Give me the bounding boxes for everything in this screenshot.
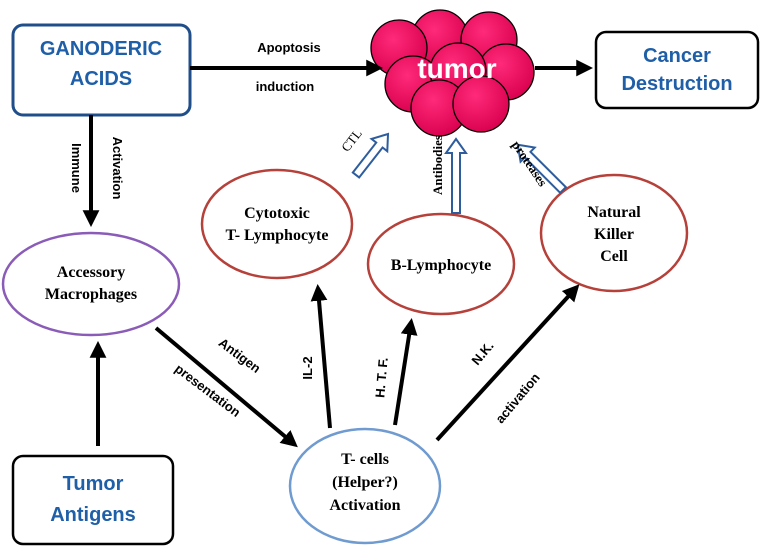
- cancer-label-1: Cancer: [643, 45, 711, 67]
- il2-label: IL-2: [300, 356, 315, 379]
- cancer-label-2: Destruction: [621, 73, 732, 95]
- ganoderic-label-1: GANODERIC: [40, 38, 162, 60]
- b-lymphocyte-node: B-Lymphocyte: [366, 212, 516, 316]
- antigen-presentation-arrow: [154, 326, 298, 448]
- cytotoxic-label-2: T- Lymphocyte: [226, 227, 329, 244]
- immune-label: Immune: [69, 143, 84, 193]
- natural-killer-cell-node: Natural Killer Cell: [539, 173, 689, 293]
- macrophages-label-1: Accessory: [57, 264, 125, 281]
- activation-label: Activation: [110, 137, 125, 200]
- nk-activation-label: activation: [492, 370, 543, 426]
- htf-arrow: [393, 318, 418, 426]
- antigen-label: Antigen: [216, 335, 264, 376]
- htf-label: H. T. F.: [372, 357, 390, 399]
- ganoderic-acids-box: GANODERIC ACIDS: [11, 23, 192, 117]
- accessory-macrophages-node: Accessory Macrophages: [1, 231, 181, 337]
- tumor-antigens-box: Tumor Antigens: [11, 454, 175, 546]
- nk-label-1: Natural: [587, 204, 641, 221]
- ganoderic-label-2: ACIDS: [70, 68, 132, 90]
- ctl-label: CTL: [338, 126, 365, 155]
- tcells-label-3: Activation: [329, 497, 400, 514]
- nk-label: N.K.: [468, 338, 496, 368]
- proteases-hollow-arrow: [516, 143, 568, 195]
- tcells-label-2: (Helper?): [332, 474, 398, 491]
- cytotoxic-label-1: Cytotoxic: [244, 205, 310, 222]
- nk-activation-arrow: [435, 284, 580, 442]
- nk-label-3: Cell: [600, 248, 628, 265]
- cytotoxic-t-lymphocyte-node: Cytotoxic T- Lymphocyte: [200, 168, 354, 280]
- nk-label-2: Killer: [594, 226, 634, 243]
- b-lymphocyte-label: B-Lymphocyte: [391, 257, 491, 274]
- proteases-label: proteases: [509, 138, 550, 189]
- tumor-antigens-label-1: Tumor: [63, 473, 124, 495]
- tumor-antigens-label-2: Antigens: [50, 504, 136, 526]
- tcells-label-1: T- cells: [341, 451, 389, 468]
- apoptosis-label-2: induction: [256, 79, 315, 94]
- tumor-cluster: tumor: [370, 9, 535, 137]
- t-cells-activation-node: T- cells (Helper?) Activation: [288, 427, 442, 545]
- il2-arrow: [310, 283, 332, 429]
- antibodies-label: Antibodies: [430, 135, 445, 195]
- macrophages-label-2: Macrophages: [45, 286, 137, 303]
- antibodies-hollow-arrow: [444, 137, 468, 214]
- cancer-destruction-box: Cancer Destruction: [594, 30, 760, 110]
- ctl-hollow-arrow: [351, 132, 390, 179]
- apoptosis-label-1: Apoptosis: [257, 40, 321, 55]
- tumor-label: tumor: [417, 53, 496, 84]
